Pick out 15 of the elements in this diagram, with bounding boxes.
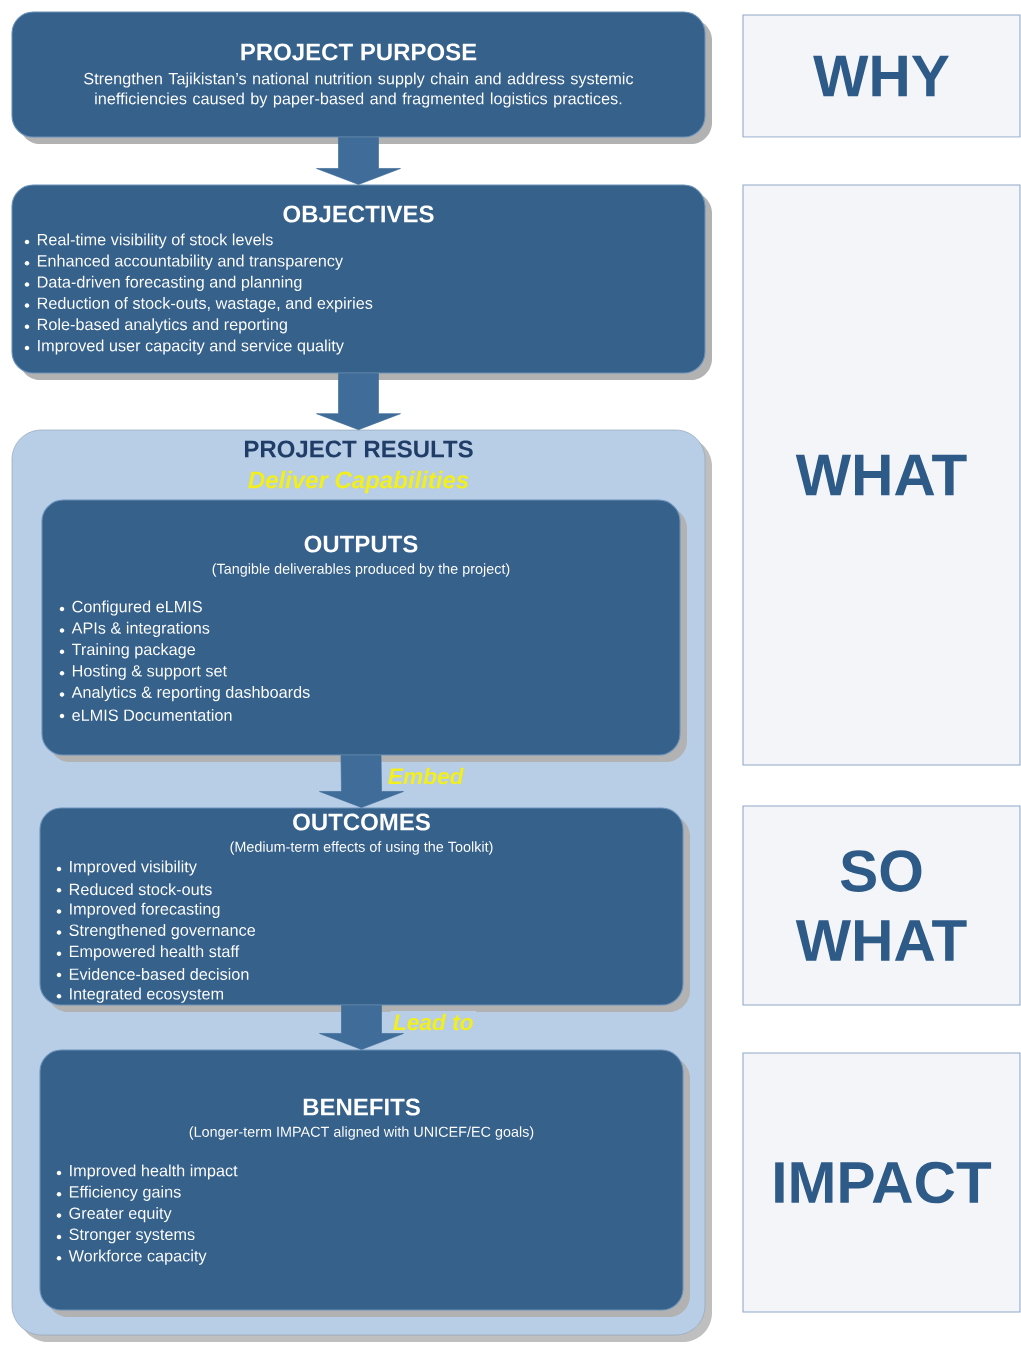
- content-box: OUTCOMES (Medium-term effects of using the Toolkit) Improved visibility Reduced stock-outs Improved forecasting Strengthened governance Empowered health staff Evidence-based decision Integrated ecosystem: [39, 807, 690, 1012]
- side-label-box: SO WHAT: [742, 805, 1021, 1006]
- block-arrow: [319, 1005, 404, 1050]
- edge-label: Embed: [385, 765, 467, 787]
- block-arrow: [319, 755, 404, 808]
- side-label-box: IMPACT: [742, 1052, 1021, 1313]
- content-box: BENEFITS (Longer-term IMPACT aligned with UNICEF/EC goals) Improved health impact Efficiency gains Greater equity Stronger systems Workforce capacity: [39, 1049, 690, 1317]
- side-label-box: WHY: [742, 14, 1021, 138]
- block-arrow: [316, 373, 401, 430]
- content-box: OBJECTIVES Real-time visibility of stock levels Enhanced accountability and transparency Data-driven forecasting and planning Reduction of stock-outs, wastage, and expiries Role-based analytics and reporting Improved user capacity and service quality: [11, 184, 712, 380]
- block-arrow: [316, 137, 401, 185]
- side-label-box: WHAT: [742, 184, 1021, 766]
- content-box: OUTPUTS (Tangible deliverables produced by the project) Configured eLMIS APIs & integrations Training package Hosting & support set Analytics & reporting dashboards eLMIS Documentation: [41, 499, 687, 762]
- edge-label: Lead to: [390, 1011, 477, 1033]
- content-box: PROJECT PURPOSE Strengthen Tajikistan’s national nutrition supply chain and address systemic inefficiencies caused by paper-based and fragmented logistics practices.: [11, 11, 712, 144]
